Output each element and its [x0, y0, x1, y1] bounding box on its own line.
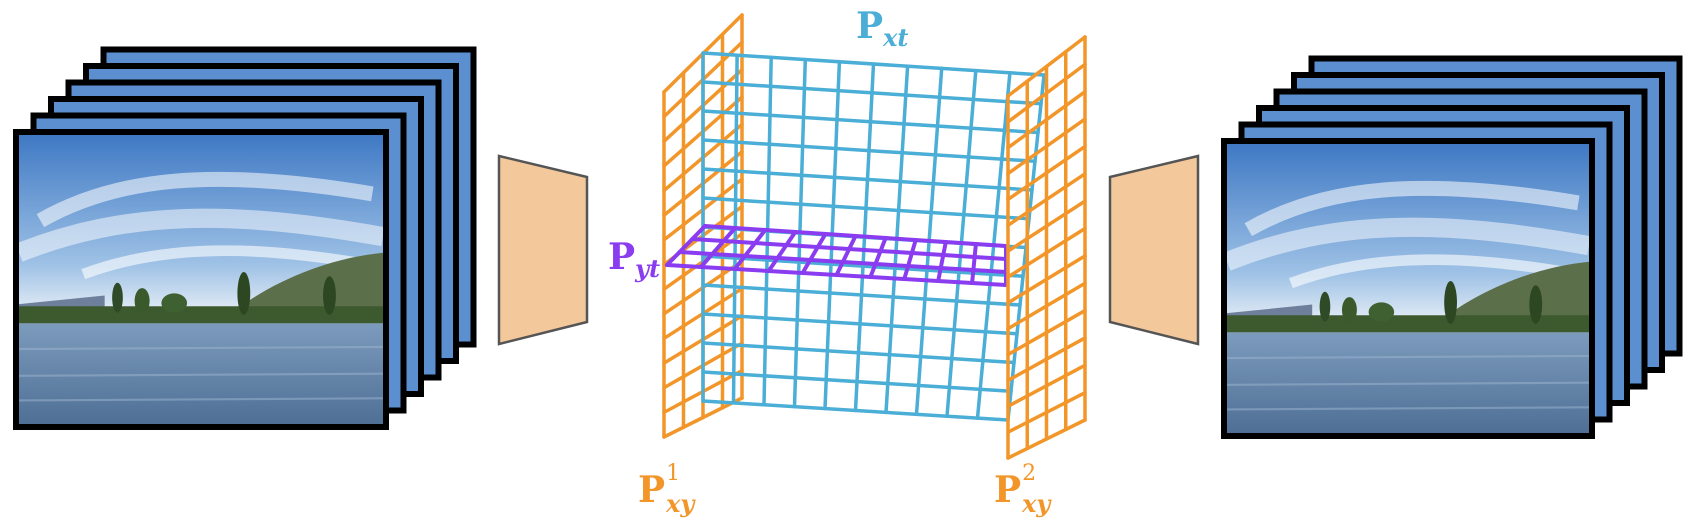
plane-xt-line — [701, 370, 1013, 393]
plane-yt-line — [766, 230, 798, 273]
plane-xt-line — [701, 254, 1025, 278]
input-frame-stack — [13, 46, 477, 430]
plane-xy2-line — [1006, 308, 1087, 357]
landscape-frame-image — [1227, 144, 1589, 433]
plane-yt-line — [902, 238, 918, 281]
plane-xy2-line — [1006, 226, 1087, 279]
plane-yt-line — [690, 237, 1008, 261]
landscape-frame-image — [19, 135, 383, 424]
plane-yt-line — [936, 240, 948, 283]
plane-xt-line — [701, 51, 1046, 77]
plane-yt-line — [665, 224, 707, 267]
plane-yt-grid — [665, 224, 1008, 287]
encoder-trapezoid-icon — [497, 154, 589, 346]
plane-xy2-line — [1006, 144, 1087, 202]
plane-yt-line — [868, 236, 888, 279]
plane-xt-line — [701, 138, 1037, 163]
plane-xt-line — [701, 109, 1040, 135]
plane-xt-line — [701, 399, 1010, 422]
plane-xt-line — [701, 80, 1043, 106]
plane-xy2-line — [1006, 254, 1087, 305]
plane-yt-line — [800, 232, 828, 275]
plane-xt-line — [701, 196, 1031, 221]
plane-yt-line — [703, 224, 1008, 248]
decoder-trapezoid-icon — [1108, 154, 1200, 346]
plane-yt-line — [677, 250, 1008, 274]
triplane-grids — [662, 13, 1087, 460]
label-p-xt: Pxt — [856, 5, 908, 52]
plane-xy1-line — [662, 396, 744, 439]
plane-yt-line — [665, 263, 1008, 287]
plane-xy2-line — [1006, 172, 1087, 228]
plane-xy2-line — [1006, 281, 1087, 331]
plane-xy2-line — [1006, 363, 1087, 409]
plane-xy2-line — [1006, 117, 1087, 176]
plane-xy2-line — [1006, 390, 1087, 434]
output-frame-stack — [1221, 55, 1683, 439]
plane-xy2-line — [1006, 199, 1087, 253]
plane-xt-line — [701, 283, 1022, 307]
plane-xy2-line — [1006, 62, 1087, 124]
plane-yt-line — [834, 234, 858, 277]
plane-xy2-grid — [1006, 35, 1087, 460]
plane-yt-line — [732, 228, 768, 271]
plane-xy2-line — [1006, 89, 1087, 150]
plane-xt-line — [701, 312, 1019, 336]
plane-xy2-line — [1006, 336, 1087, 383]
plane-xt-line — [701, 341, 1016, 365]
plane-xy2-line — [1006, 35, 1087, 98]
plane-yt-line — [970, 242, 978, 285]
plane-yt-line — [698, 226, 738, 269]
plane-xt-line — [701, 167, 1034, 192]
label-p-yt: Pyt — [608, 236, 660, 283]
plane-xy2-line — [1006, 418, 1087, 460]
